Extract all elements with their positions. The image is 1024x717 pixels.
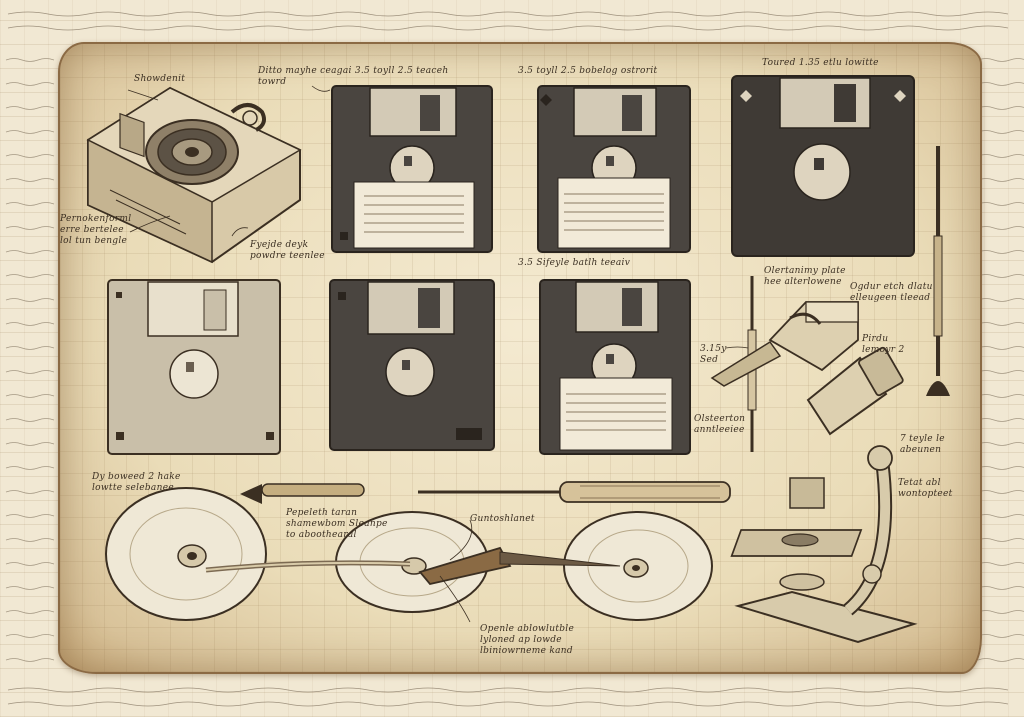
floppy-disk-2 — [537, 85, 691, 253]
annotation-floppy-2: 3.5 toyll 2.5 bobelog ostrorit — [518, 66, 658, 76]
annotation-microscope-3: Pirdu lemoyr 2 — [862, 334, 905, 355]
floppy-disk-1 — [331, 85, 493, 253]
annotation-stylus: 3.15y Sed — [700, 344, 727, 365]
tonearm-assembly — [710, 301, 859, 387]
soldering-iron — [205, 546, 621, 585]
floppy-disk-6 — [539, 279, 691, 455]
compact-disc-1 — [105, 487, 267, 621]
compact-disc-3 — [563, 511, 713, 621]
microscope — [730, 346, 918, 644]
annotation-drive-note-2: Fyejde deyk powdre teenlee — [250, 240, 325, 261]
leader-lines — [129, 85, 749, 623]
annotation-cd-4: Openle ablowlutble lyloned ap lowde lbin… — [480, 624, 575, 656]
floppy-disk-4 — [107, 279, 281, 455]
cleaning-brush-vertical — [926, 146, 950, 396]
disk-drive-mechanism — [86, 86, 302, 264]
annotation-floppy-1: Ditto mayhe ceagai 3.5 toyll 2.5 teaceh … — [258, 66, 449, 87]
cleaning-brush-horizontal — [240, 483, 365, 504]
screwdriver — [418, 481, 731, 503]
annotation-microscope-1: Olertanimy plate hee alterlowene — [764, 266, 846, 287]
annotation-floppy-3: Toured 1.35 etlu lowitte — [762, 58, 879, 68]
annotation-drive: Showdenit — [134, 74, 186, 84]
annotation-cd-1: Dy boweed 2 hake lowtte selebanee — [92, 472, 181, 493]
annotation-cd-3: Guntoshlanet — [470, 514, 535, 524]
floppy-disk-5 — [329, 279, 495, 451]
annotation-cd-2: Pepeleth taran shamewbom Sleanpe to aboo… — [286, 508, 388, 540]
annotation-microscope-5: Tetat abl wontopteet — [898, 478, 953, 499]
annotation-microscope-4: 7 teyle le abeunen — [900, 434, 945, 455]
floppy-disk-3 — [731, 75, 915, 257]
annotation-floppy-4: 3.5 Sifeyle batlh teeaiv — [518, 258, 631, 268]
annotation-drive-note-1: Pernokenforml erre bertelee lol tun beng… — [60, 214, 132, 246]
annotation-tool: Olsteerton anntleeiee — [694, 414, 746, 435]
annotation-microscope-2: Ogdur etch dlatu elleugeen tleead — [850, 282, 933, 303]
